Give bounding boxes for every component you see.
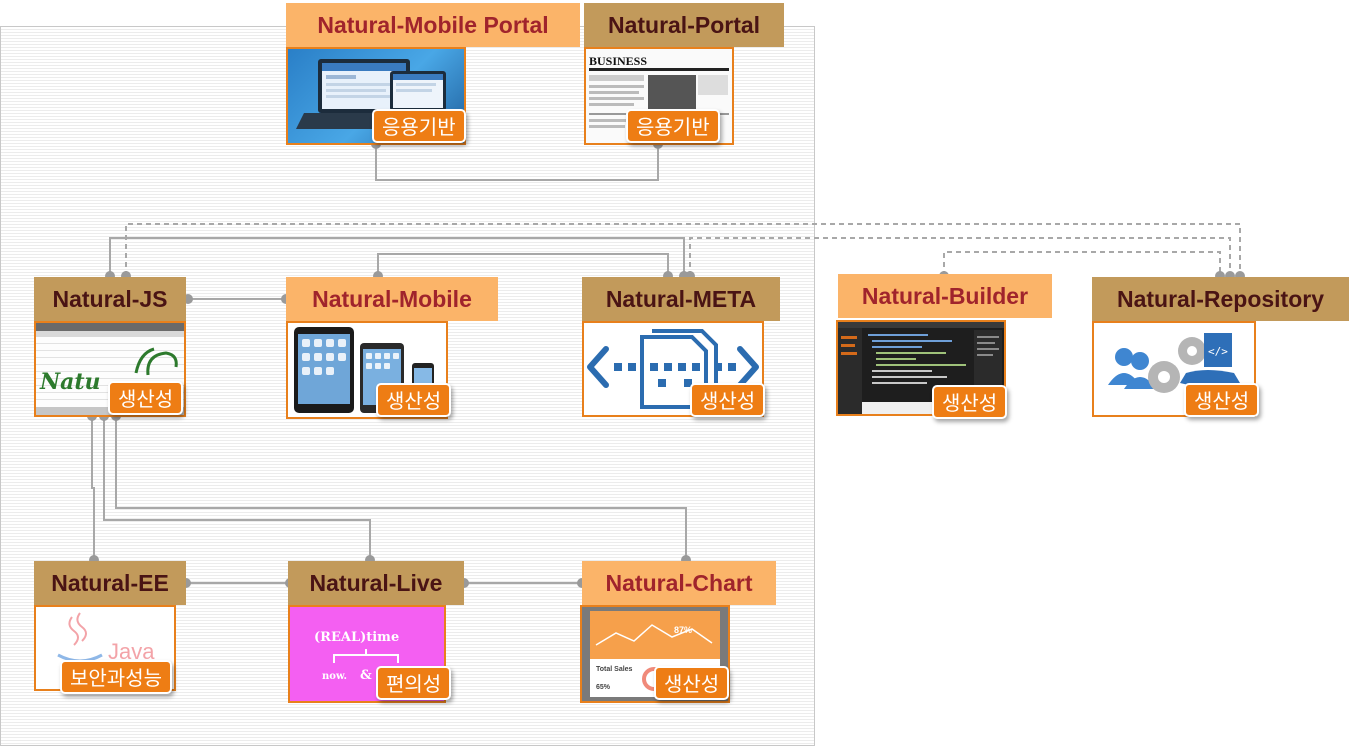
svg-text:</>: </> [1208,345,1228,358]
node-title-builder: Natural-Builder [838,274,1052,318]
badge-meta: 생산성 [690,383,766,417]
live-screen-text: (REAL)time [314,630,399,645]
badge-live: 편의성 [376,666,452,700]
badge-mobile: 생산성 [376,383,452,417]
node-title-mobile-portal: Natural-Mobile Portal [286,3,580,47]
node-title-chart: Natural-Chart [582,561,776,605]
badge-builder: 생산성 [932,385,1008,419]
node-title-js: Natural-JS [34,277,186,321]
chart-stat-a: 87% [674,625,692,635]
node-title-portal: Natural-Portal [584,3,784,47]
node-title-meta: Natural-META [582,277,780,321]
badge-chart: 생산성 [654,666,730,700]
live-sub-right: & [360,668,372,683]
badge-ee: 보안과성능 [60,660,172,694]
portal-screen-text: BUSINESS [589,54,647,68]
chart-card-text: Total Sales [596,666,633,673]
chart-stat-b: 65% [596,684,611,691]
badge-repository: 생산성 [1184,383,1260,417]
live-sub-left: now. [322,671,347,682]
js-logo-text: Natu [39,369,101,395]
portal-thumbnail: BUSINESS [584,47,734,145]
node-title-mobile: Natural-Mobile [286,277,498,321]
connector-builder-repository-dashed [943,251,1221,276]
node-title-ee: Natural-EE [34,561,186,605]
node-title-live: Natural-Live [288,561,464,605]
ee-logo-text: Java [108,639,155,664]
badge-mobile-portal: 응용기반 [372,109,466,143]
badge-portal: 응용기반 [626,109,720,143]
badge-js: 생산성 [108,381,184,415]
node-title-repository: Natural-Repository [1092,277,1349,321]
